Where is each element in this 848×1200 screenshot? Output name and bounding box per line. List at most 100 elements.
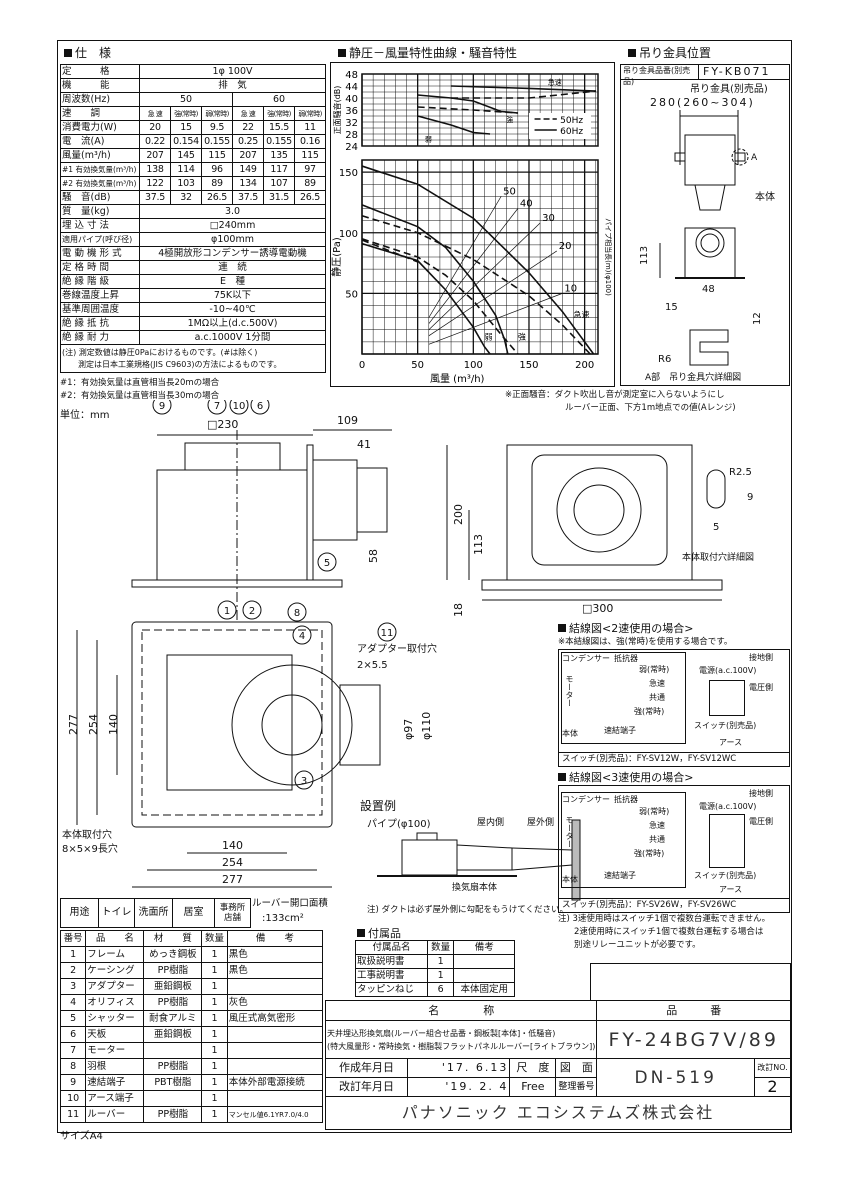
x-tick-label: 0	[359, 360, 365, 371]
series-line	[417, 115, 491, 135]
install-body-label: 換気扇本体	[452, 881, 497, 893]
parts-cell: 6	[59, 1026, 87, 1043]
parts-cell: 1	[201, 978, 228, 995]
acc-header: 数量	[426, 940, 455, 955]
spec-value: E 種	[138, 274, 327, 289]
hanger-part-label: 吊り金具品番(別売品)	[621, 65, 699, 86]
scale-value: Free	[509, 1077, 557, 1097]
spec-cell: 149	[232, 162, 264, 177]
series-line	[451, 85, 596, 92]
spec-label: #1 有効換気量(m³/h)	[60, 162, 140, 177]
series-line	[361, 215, 591, 355]
parts-cell	[143, 1090, 203, 1107]
y-tick-label: 48	[345, 70, 358, 81]
w3-capacitor: コンデンサー	[562, 795, 610, 804]
w3-common: 共通	[649, 835, 665, 844]
hanger-body-label: 本体	[755, 190, 775, 203]
parts-cell: 速結端子	[85, 1074, 145, 1091]
pipe-length-line	[428, 196, 502, 318]
dim-200: 200	[452, 504, 465, 525]
spec-title: 仕 様	[64, 44, 111, 61]
callout-circle	[317, 552, 337, 572]
parts-header: 数量	[201, 930, 228, 947]
dim-r25: R2.5	[729, 467, 752, 478]
spec-cell: 31.5	[263, 190, 295, 205]
spec-value: 排 気	[138, 78, 327, 93]
drawing-number: DN-519	[596, 1058, 755, 1097]
freq-60: 60	[231, 92, 327, 107]
dim-254-v: 254	[87, 714, 100, 735]
w3-voltage-side: 電圧側	[749, 817, 773, 826]
spec-label: 巻線温度上昇	[60, 288, 140, 303]
parts-cell: 1	[201, 1090, 228, 1107]
parts-cell: アダプター	[85, 978, 145, 995]
spec-cell: 15	[170, 120, 202, 135]
chart-title: 静圧－風量特性曲線・騒音特性	[338, 44, 517, 61]
dim-277-v: 277	[67, 714, 80, 735]
callout-number: 2	[249, 606, 255, 617]
parts-cell: 黒色	[226, 962, 324, 979]
legend-label: 60Hz	[560, 127, 583, 137]
blank-cell	[590, 963, 791, 1000]
spec-label: 風量(m³/h)	[60, 148, 140, 163]
hanger-title: 吊り金具位置	[628, 44, 711, 61]
parts-cell: 本体外部電源接続	[226, 1074, 324, 1091]
spec-cell: 0.155	[201, 134, 233, 149]
spec-cell: 138	[139, 162, 171, 177]
install-example: 設置例 パイプ(φ100) 屋内側 屋外側 換気扇本体 注) ダクトは必ず屋外側…	[360, 798, 581, 915]
w2-common: 共通	[649, 693, 665, 702]
spec-label: 定 格 時 間	[60, 260, 140, 275]
w3-terminal: 速結端子	[604, 871, 636, 880]
spec-cell: 103	[170, 176, 202, 191]
dim-300: □300	[582, 602, 613, 615]
x-tick-label: 150	[519, 360, 538, 371]
dim-230: □230	[207, 418, 238, 431]
parts-cell: マンセル値6.1YR7.0/4.0	[226, 1106, 324, 1123]
hole-detail-caption: 本体取付穴詳細図	[682, 551, 754, 563]
wiring3-note-2: 2速使用時にスイッチ1個で複数台運転する場合は	[574, 927, 764, 937]
created-label: 作成年月日	[325, 1058, 408, 1078]
parts-cell: 1	[201, 946, 228, 963]
parts-cell: 10	[59, 1090, 87, 1107]
spec-cell: 107	[263, 176, 295, 191]
created-date: '17. 6.13	[406, 1058, 511, 1078]
front-view: 200 113 18 □300 R2.5 9 5 本体取付穴詳細図	[446, 444, 754, 617]
footnote-2: #2：有効換気量は直管相当長30mの場合	[60, 391, 220, 401]
parts-cell: 2	[59, 962, 87, 979]
w2-earth: アース	[719, 738, 743, 747]
wiring3-note-1: 注) 3速使用時はスイッチ1個で複数台運転できません。	[558, 914, 771, 924]
callout-number: 11	[381, 628, 394, 639]
spec-cell: 145	[170, 148, 202, 163]
series-label: 弱	[425, 136, 432, 144]
callout-circle	[294, 770, 314, 790]
spec-cell: 0.25	[232, 134, 264, 149]
y-tick-label: 32	[345, 118, 358, 129]
parts-cell: ルーバー	[85, 1106, 145, 1123]
pipe-length-line	[428, 250, 558, 337]
parts-cell: 1	[201, 1074, 228, 1091]
y-tick-label: 150	[339, 168, 358, 179]
spec-label: 絶 縁 抵 抗	[60, 316, 140, 331]
parts-cell: めっき鋼板	[143, 946, 203, 963]
install-title: 設置例	[360, 798, 396, 813]
pipe-length-line	[428, 222, 541, 331]
series-line	[417, 106, 518, 114]
hanger-part-number: FY-KB071	[703, 65, 771, 78]
spec-cell: 135	[263, 148, 295, 163]
w3-resistor: 抵抗器	[614, 795, 638, 804]
hanger-part: 吊り金具品番(別売品) FY-KB071	[620, 64, 790, 86]
y-tick-label: 44	[345, 82, 358, 93]
dim-18: 18	[452, 603, 465, 617]
spec-label: 基準周囲温度	[60, 302, 140, 317]
w2-power: 電源(a.c.100V)	[699, 666, 757, 675]
install-pipe-label: パイプ(φ100)	[367, 818, 431, 830]
